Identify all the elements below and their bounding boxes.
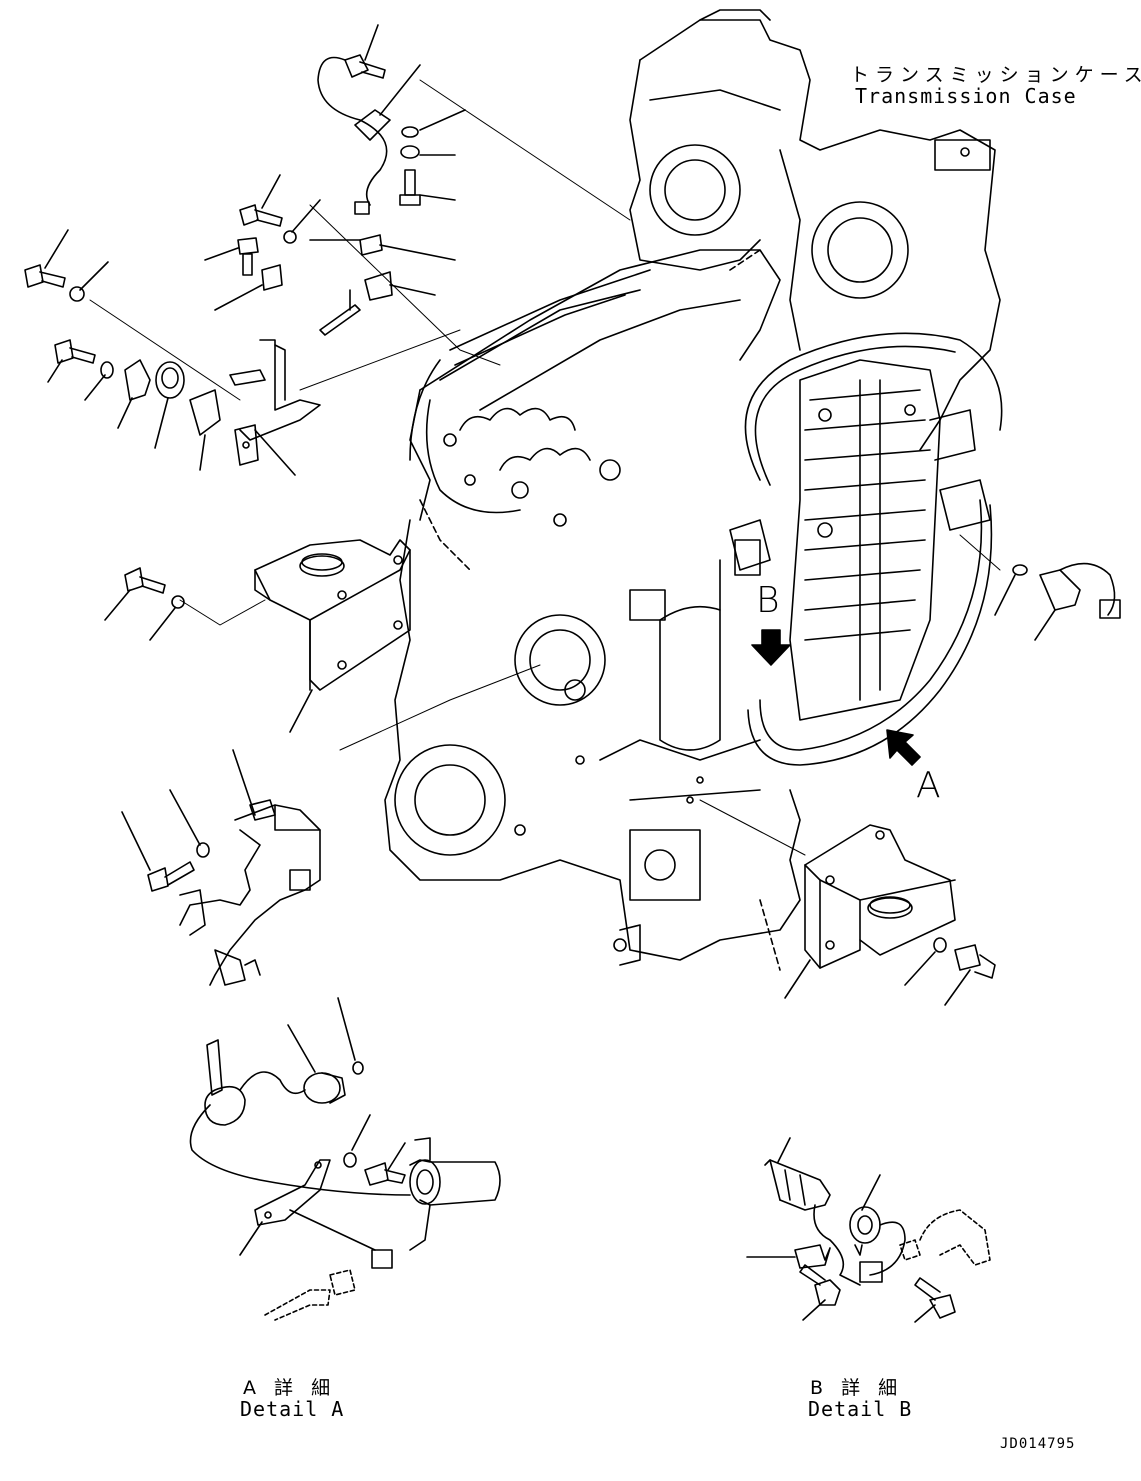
arrow-a (886, 729, 921, 766)
detail-b-title-jp: B 詳 細 (810, 1377, 904, 1399)
detail-a-drawing (189, 997, 501, 1321)
right-mount-bracket (784, 824, 996, 1006)
drawing-id: JD014795 (1000, 1436, 1076, 1452)
top-sensor-assembly (317, 24, 466, 215)
detail-a-title-en: Detail A (240, 1397, 345, 1421)
transmission-case-label-en: Transmission Case (855, 84, 1077, 108)
left-mount-bracket (104, 539, 411, 733)
arrow-b (751, 629, 791, 666)
detail-b-title-en: Detail B (808, 1397, 913, 1421)
bracket-cluster (24, 174, 456, 476)
marker-b-label: B (756, 580, 781, 621)
detail-b-drawing (746, 1137, 991, 1323)
transmission-case-assembly (384, 9, 1003, 971)
marker-a-label: A (916, 765, 942, 806)
right-sensor (994, 562, 1121, 641)
transmission-case-label-jp: トランスミッションケース (850, 64, 1141, 86)
detail-a-title-jp: A 詳 細 (243, 1377, 337, 1399)
leader-lines (89, 79, 1001, 856)
lower-left-bracket (121, 749, 321, 986)
